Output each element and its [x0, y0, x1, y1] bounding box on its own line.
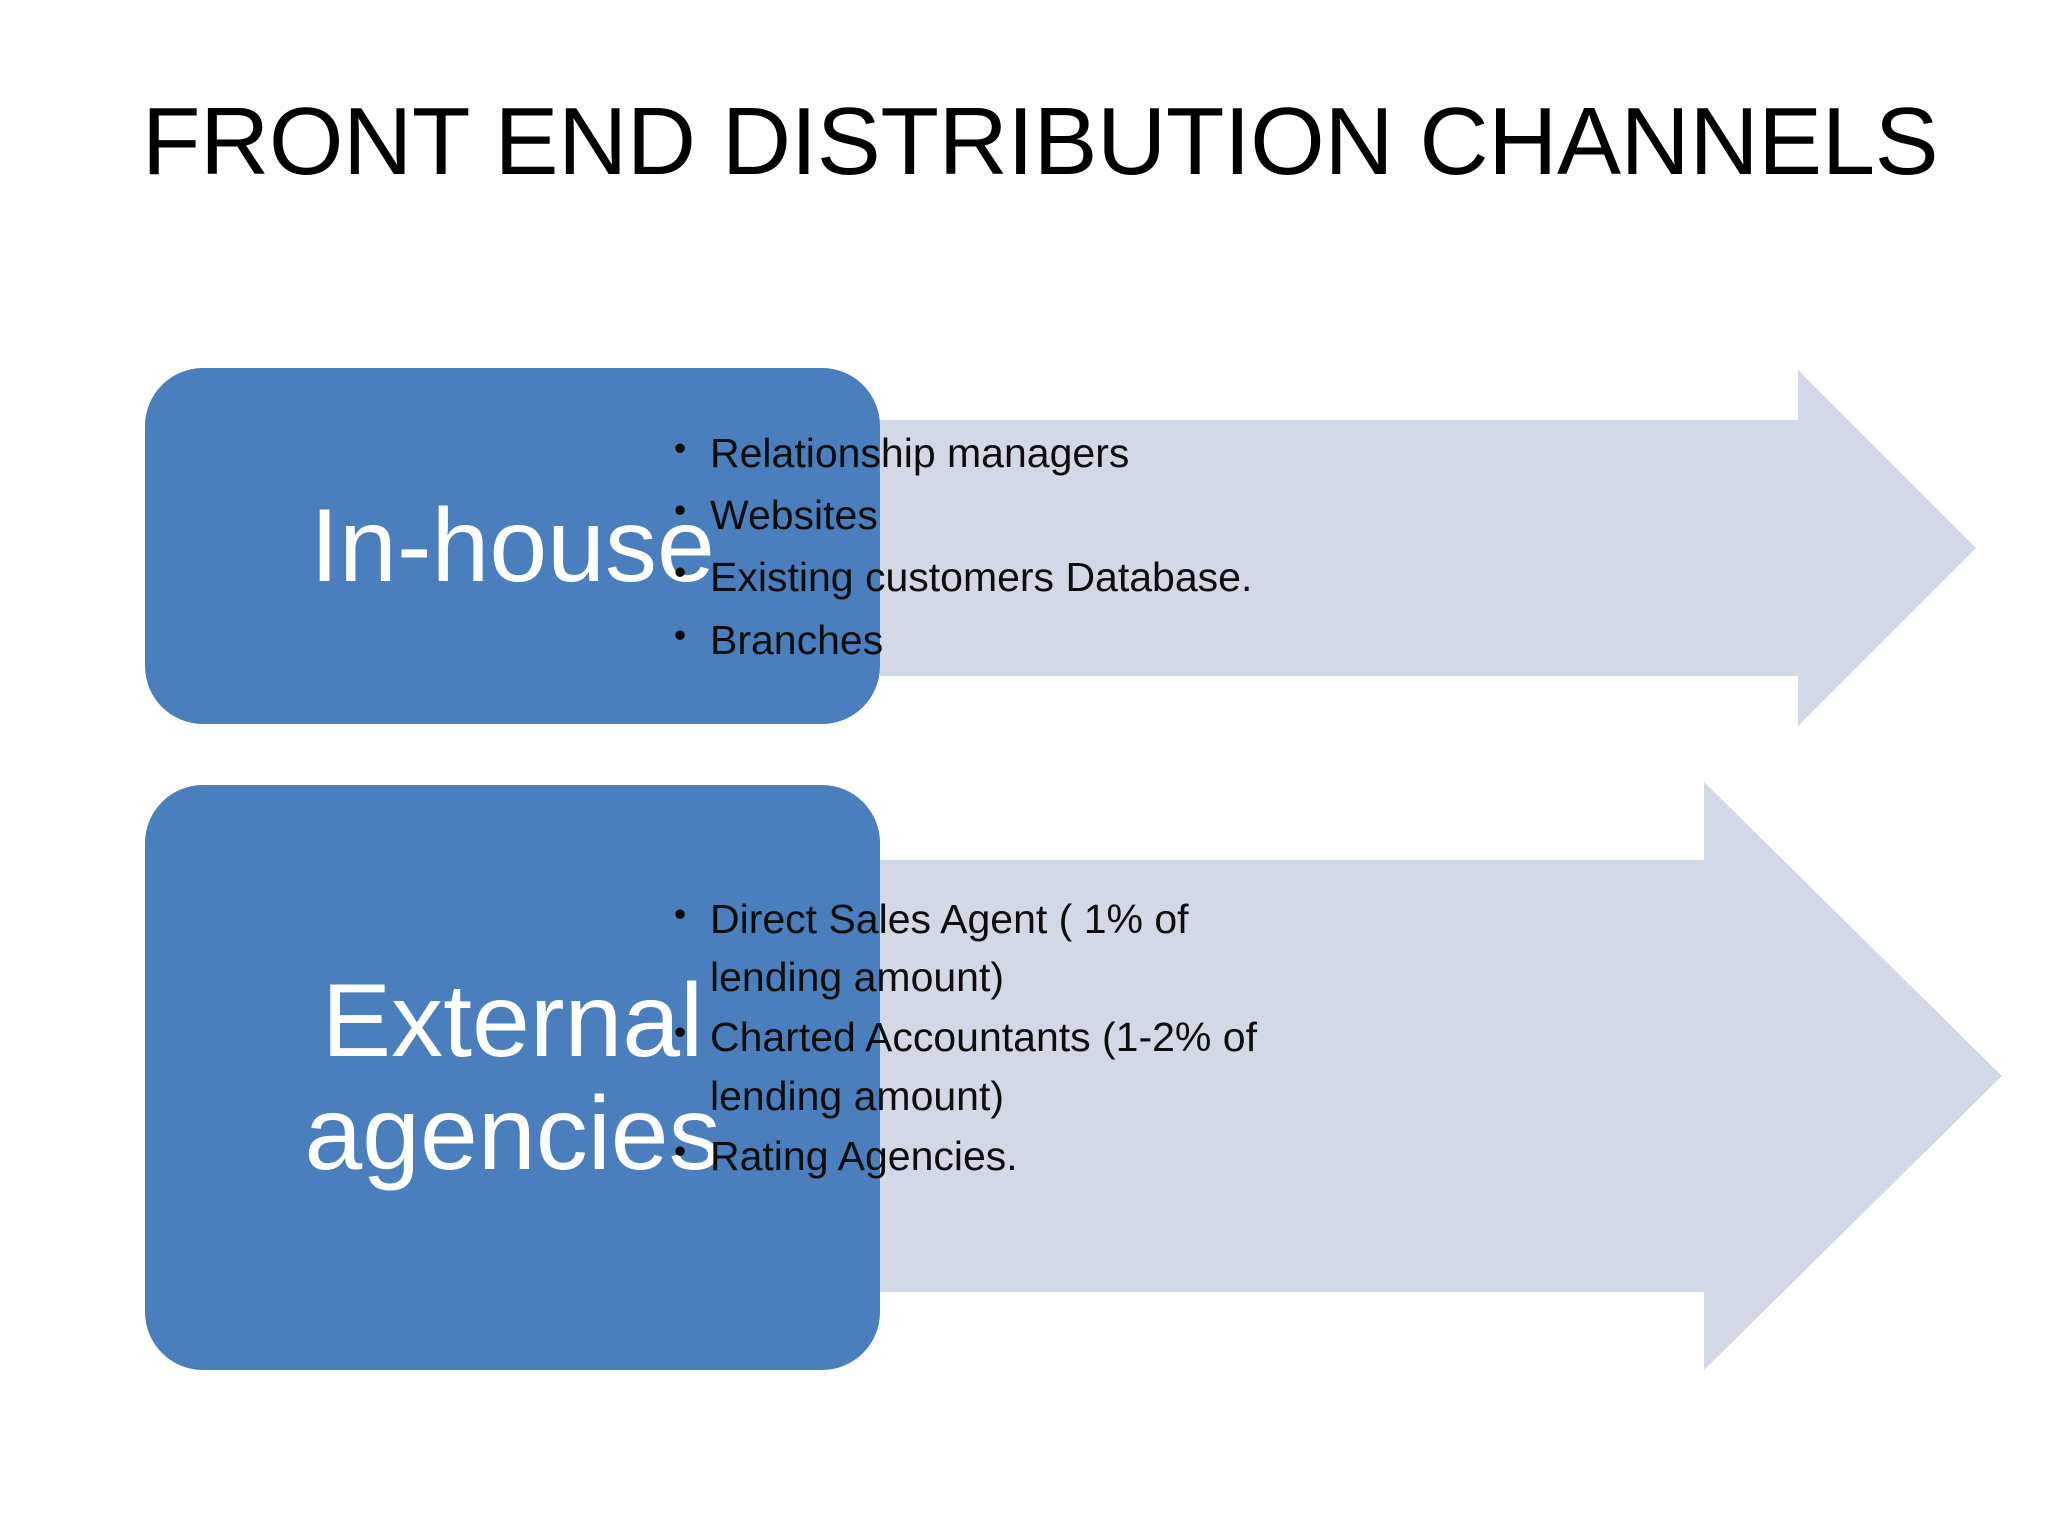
list-item: Charted Accountants (1-2% of lending amo…	[668, 1008, 1300, 1124]
list-item: Relationship managers	[668, 424, 1368, 482]
list-item: Branches	[668, 611, 1368, 669]
page-title: FRONT END DISTRIBUTION CHANNELS	[141, 88, 1939, 195]
list-item: Direct Sales Agent ( 1% of lending amoun…	[668, 890, 1300, 1006]
bullet-list-external-agencies: Direct Sales Agent ( 1% of lending amoun…	[668, 890, 1300, 1187]
list-item: Existing customers Database.	[668, 548, 1368, 606]
list-item: Websites	[668, 486, 1368, 544]
channel-box-label: External agencies	[304, 963, 721, 1192]
channel-box-label: In-house	[310, 487, 715, 604]
list-item: Rating Agencies.	[668, 1127, 1300, 1185]
bullet-list-in-house: Relationship managers Websites Existing …	[668, 424, 1368, 673]
